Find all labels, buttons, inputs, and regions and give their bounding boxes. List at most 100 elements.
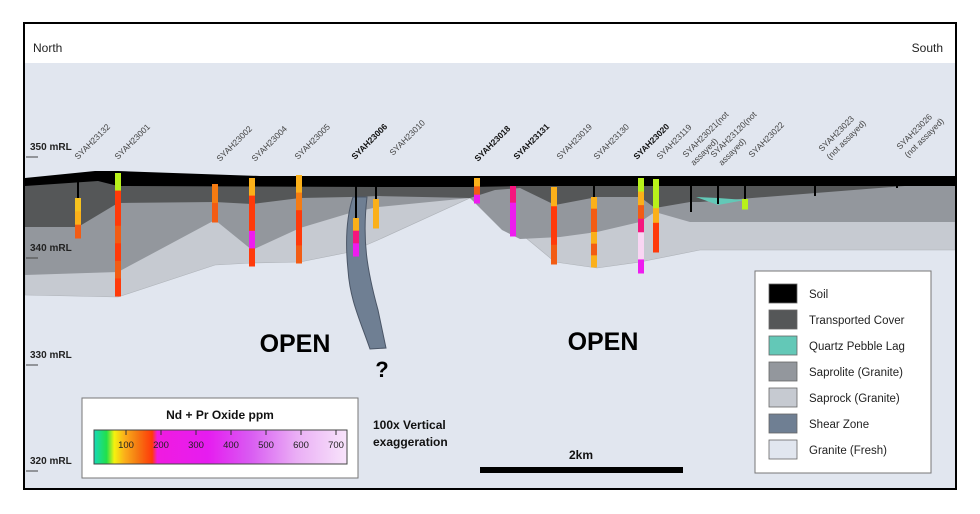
assay-interval — [510, 186, 516, 204]
assay-interval — [296, 210, 302, 229]
assay-interval — [296, 227, 302, 246]
assay-interval — [353, 218, 359, 232]
drillholes — [75, 173, 898, 297]
drillhole[interactable] — [212, 184, 218, 223]
south-label: South — [911, 41, 943, 55]
vertical-exaggeration-line2: exaggeration — [373, 435, 448, 449]
legend-label: Granite (Fresh) — [809, 445, 887, 457]
soil-layer — [25, 171, 955, 187]
colorbar-tick-label: 700 — [328, 440, 344, 451]
assay-interval — [115, 260, 121, 279]
colorbar-tick-label: 100 — [118, 440, 134, 451]
legend-label: Saprock (Granite) — [809, 393, 900, 405]
drillhole[interactable] — [742, 182, 748, 210]
assay-interval — [653, 237, 659, 253]
assay-interval — [115, 173, 121, 192]
legend-item: Quartz Pebble Lag — [768, 335, 905, 356]
drillhole[interactable] — [591, 182, 597, 268]
assay-interval — [591, 232, 597, 245]
assay-interval — [115, 190, 121, 209]
colorbar-tick-label: 300 — [188, 440, 204, 451]
colorbar-tick-label: 400 — [223, 440, 239, 451]
scale-bar-label: 2km — [569, 448, 593, 462]
legend-swatch — [768, 387, 798, 408]
assay-interval — [638, 245, 644, 260]
assay-interval — [591, 255, 597, 268]
assay-interval — [591, 220, 597, 233]
drillhole[interactable] — [249, 178, 255, 267]
assay-interval — [249, 213, 255, 232]
assay-interval — [296, 192, 302, 211]
assay-interval — [373, 199, 379, 214]
assay-interval — [212, 184, 218, 204]
legend-label: Soil — [809, 289, 828, 301]
open-label-left: OPEN — [260, 330, 331, 358]
drillhole[interactable] — [296, 175, 302, 264]
assay-interval — [638, 191, 644, 206]
assay-interval — [638, 205, 644, 220]
drillhole[interactable] — [510, 186, 516, 237]
assay-interval — [638, 218, 644, 233]
assay-interval — [653, 208, 659, 224]
assay-interval — [249, 178, 255, 197]
assay-interval — [638, 232, 644, 247]
colorbar-title: Nd + Pr Oxide ppm — [166, 408, 274, 422]
legend-swatch — [768, 361, 798, 382]
assay-interval — [296, 245, 302, 264]
quartz-pebble-lag — [696, 197, 745, 205]
assay-interval — [510, 202, 516, 220]
assay-interval — [75, 211, 81, 226]
elevation-label: 340 mRL — [30, 243, 72, 254]
drillhole[interactable] — [75, 178, 81, 239]
drillhole[interactable] — [373, 182, 379, 229]
assay-interval — [75, 224, 81, 239]
legend-label: Transported Cover — [809, 315, 905, 327]
transported-cover-layer — [25, 180, 955, 227]
elevation-label: 330 mRL — [30, 350, 72, 361]
legend-label: Quartz Pebble Lag — [809, 341, 905, 353]
assay-interval — [249, 195, 255, 214]
assay-interval — [742, 199, 748, 210]
assay-interval — [115, 225, 121, 244]
drillhole[interactable] — [474, 178, 480, 204]
scale-bar — [480, 467, 683, 473]
legend-item: Saprock (Granite) — [768, 387, 900, 408]
assay-interval — [353, 230, 359, 244]
assay-interval — [638, 259, 644, 274]
drillhole[interactable] — [653, 179, 659, 253]
assay-interval — [474, 186, 480, 196]
legend-swatch — [768, 413, 798, 434]
assay-interval — [249, 248, 255, 267]
assay-interval — [249, 230, 255, 249]
drillhole[interactable] — [638, 178, 644, 274]
assay-interval — [653, 222, 659, 238]
assay-interval — [115, 243, 121, 262]
assay-interval — [591, 197, 597, 210]
elevation-label: 320 mRL — [30, 456, 72, 467]
legend-item: Shear Zone — [768, 413, 869, 434]
drillhole[interactable] — [115, 173, 121, 297]
assay-interval — [115, 278, 121, 297]
assay-interval — [373, 213, 379, 229]
question-mark: ? — [375, 357, 388, 382]
assay-interval — [551, 225, 557, 246]
drillhole[interactable] — [353, 182, 359, 257]
north-label: North — [33, 41, 63, 55]
vertical-exaggeration-line1: 100x Vertical — [373, 418, 446, 432]
assay-interval — [510, 219, 516, 237]
legend-item: Soil — [768, 283, 828, 304]
assay-interval — [653, 193, 659, 209]
assay-interval — [638, 178, 644, 193]
drillhole[interactable] — [551, 187, 557, 265]
colorbar-tick-label: 200 — [153, 440, 169, 451]
legend-item: Transported Cover — [768, 309, 905, 330]
legend-swatch — [768, 309, 798, 330]
colorbar-tick-label: 600 — [293, 440, 309, 451]
elevation-label: 350 mRL — [30, 142, 72, 153]
legend-swatch — [768, 283, 798, 304]
legend-item: Granite (Fresh) — [768, 439, 887, 460]
